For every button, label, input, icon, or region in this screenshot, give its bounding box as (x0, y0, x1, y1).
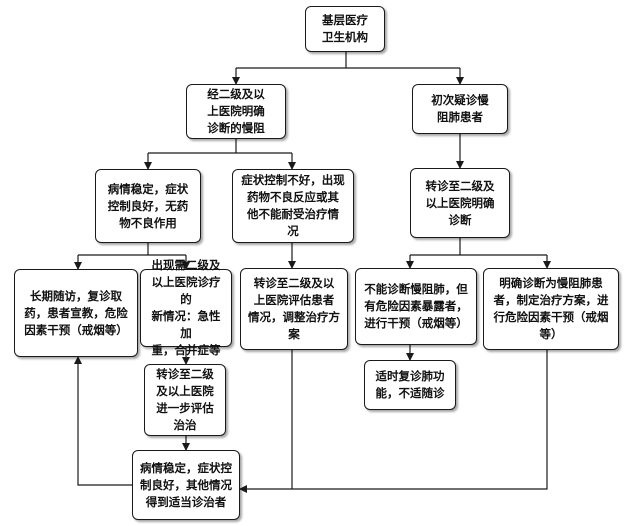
node-adjust-treatment: 转诊至二级及以 上医院评估患者 情况，调整治疗方 案 (240, 268, 348, 350)
node-suspected-copd: 初次疑诊慢 阻肺患者 (412, 84, 508, 134)
connector-copd-to-stable (239, 350, 548, 493)
node-confirmed-copd-treatment: 明确诊断为慢阻肺患 者，制定治疗方案，进 行危险因素干预（戒烟 等） (483, 268, 619, 350)
node-stable-after-treatment: 病情稳定，症状控 制良好，其他情况 得到适当诊治者 (132, 450, 240, 520)
node-referral-for-diagnosis: 转诊至二级及 以上医院明确 诊断 (410, 168, 510, 238)
node-not-copd-risk-exposure: 不能诊断慢阻肺，但 有危险因素暴露者， 进行干预（戒烟等） (355, 268, 477, 345)
node-uncontrolled-symptoms: 症状控制不好，出现 药物不良反应或其 他不能耐受治疗情 况 (232, 169, 354, 243)
connector-return-left (74, 356, 132, 486)
node-long-term-followup: 长期随访，复诊取 药，患者宣教，危险 因素干预（戒烟等） (14, 269, 138, 357)
node-stable-condition: 病情稳定，症状 控制良好，无药 物不良作用 (95, 169, 201, 243)
node-lung-function-recheck: 适时复诊肺功 能，不适随诊 (364, 360, 456, 410)
node-confirmed-copd-referral: 经二级及以 上医院明确 诊断的慢阻 (186, 84, 286, 139)
node-primary-care: 基层医疗 卫生机构 (305, 6, 385, 52)
node-new-condition: 出现需二级及 以上医院诊疗的 新情况：急性加 重，合并症等 (140, 258, 232, 357)
node-further-evaluation: 转诊至二级 及以上医院 进一步评估 治治 (144, 364, 226, 436)
